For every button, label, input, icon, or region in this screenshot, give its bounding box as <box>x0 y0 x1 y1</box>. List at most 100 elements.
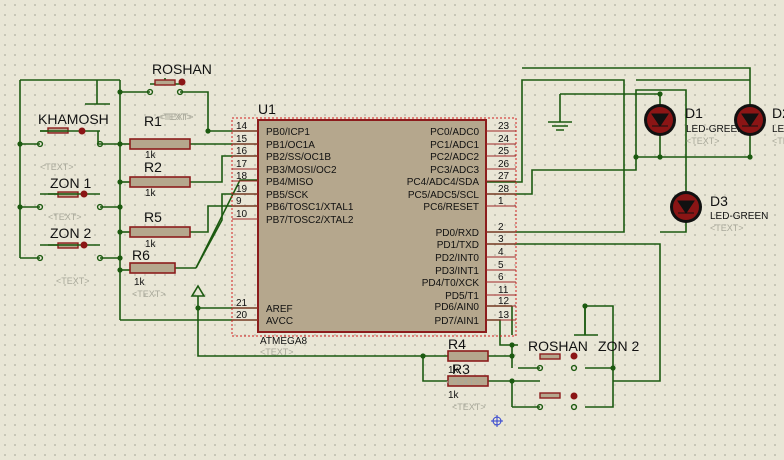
pin-name: PD3/INT1 <box>435 266 479 277</box>
button-placeholder: <TEXT> <box>40 162 74 172</box>
led-ref: D3 <box>710 193 728 209</box>
button-roshan-top[interactable]: ROSHAN <TEXT> <box>146 61 212 122</box>
button-label: KHAMOSH <box>38 111 109 127</box>
pin-name: PC1/ADC1 <box>430 140 479 151</box>
mcu-left-pins: 14PB0/ICP115PB1/OC1A16PB2/SS/OC1B17PB3/M… <box>232 121 354 327</box>
mcu-body[interactable] <box>257 119 487 333</box>
button-label: ZON 2 <box>50 225 91 241</box>
pin-name: PB6/TOSC1/XTAL1 <box>266 202 354 213</box>
resistor-body <box>447 375 489 387</box>
button-led-dot <box>178 78 186 86</box>
button-cap <box>154 79 176 86</box>
button-zon1[interactable]: ZON 1 <TEXT> <box>36 175 104 222</box>
button-roshan-bottom[interactable]: ROSHAN <box>528 338 588 372</box>
pin-name: PC4/ADC4/SDA <box>407 177 480 188</box>
pin-number: 23 <box>498 121 510 132</box>
pin-name: PB5/SCK <box>266 190 309 201</box>
led-d3[interactable]: D3 LED-GREEN <TEXT> <box>670 191 768 233</box>
resistor-body <box>129 262 176 274</box>
resistor-value: 1k <box>145 150 157 161</box>
led-d1[interactable]: D1 LED-GREEN <TEXT> <box>644 104 744 146</box>
pin-name: PD5/T1 <box>445 291 479 302</box>
pin-number: 2 <box>498 222 504 233</box>
resistor-body <box>129 138 191 150</box>
led-diode-icon <box>651 113 669 127</box>
pin-name: PD6/AIN0 <box>435 302 480 313</box>
resistor-r4[interactable]: R4 1k <box>447 336 489 376</box>
resistor-value: 1k <box>448 390 460 401</box>
mcu-u1[interactable]: U1 ATMEGA8 <TEXT> 14PB0/ICP115PB1/OC1A16… <box>231 101 517 357</box>
pin-number: 19 <box>236 184 248 195</box>
ground-symbol <box>85 80 110 105</box>
led-placeholder: <TEXT> <box>686 136 720 146</box>
button-led-dot <box>570 352 578 360</box>
led-d2[interactable]: D2 LED-GREEN <TEXT> <box>734 104 784 146</box>
button-placeholder: <TEXT> <box>48 212 82 222</box>
mcu-ref: U1 <box>258 101 276 117</box>
button-zon2-left[interactable]: ZON 2 <TEXT> <box>36 225 104 286</box>
button-led-dot <box>80 190 88 198</box>
button-label: ZON 1 <box>50 175 91 191</box>
resistor-value: 1k <box>134 277 146 288</box>
resistor-ref: R2 <box>144 159 162 175</box>
led-type: LED-GREEN <box>772 124 784 135</box>
button-label: ROSHAN <box>528 338 588 354</box>
resistor-ref: R3 <box>452 361 470 377</box>
button-bottom-3[interactable] <box>536 392 578 411</box>
pin-name: PC5/ADC5/SCL <box>408 190 480 201</box>
button-label: ROSHAN <box>152 61 212 77</box>
pin-number: 11 <box>498 285 509 296</box>
pin-name: PC2/ADC2 <box>430 152 479 163</box>
resistor-r3[interactable]: R3 <TEXT> 1k <TEXT> <box>446 361 489 412</box>
resistor-r5[interactable]: R5 1k <box>129 209 191 250</box>
crosshair-icon <box>491 415 503 427</box>
button-led-dot <box>80 241 88 249</box>
resistor-r1[interactable]: R1 1k <TEXT> <box>129 112 192 161</box>
button-cap <box>539 353 561 360</box>
button-khamosh[interactable]: KHAMOSH <TEXT> <box>36 111 109 172</box>
pin-name: PB7/TOSC2/XTAL2 <box>266 215 354 226</box>
resistor-r6[interactable]: R6 1k <TEXT> <box>129 247 176 299</box>
resistor-placeholder: <TEXT> <box>446 377 480 387</box>
pin-number: 18 <box>236 171 248 182</box>
power-terminal <box>190 284 206 297</box>
pin-number: 9 <box>236 196 242 207</box>
pin-number: 26 <box>498 159 510 170</box>
pin-name: PD7/AIN1 <box>435 316 480 327</box>
pin-name: PD2/INT0 <box>435 253 479 264</box>
pin-number: 16 <box>236 146 248 157</box>
button-zon2-right[interactable]: ZON 2 <box>598 338 639 354</box>
ground-symbol-led <box>548 118 572 131</box>
resistor-body <box>129 226 191 238</box>
resistor-ref: R4 <box>448 336 466 352</box>
resistor-r2[interactable]: R2 1k <box>129 159 191 199</box>
led-type: LED-GREEN <box>710 211 768 222</box>
mcu-part: ATMEGA8 <box>260 336 307 347</box>
